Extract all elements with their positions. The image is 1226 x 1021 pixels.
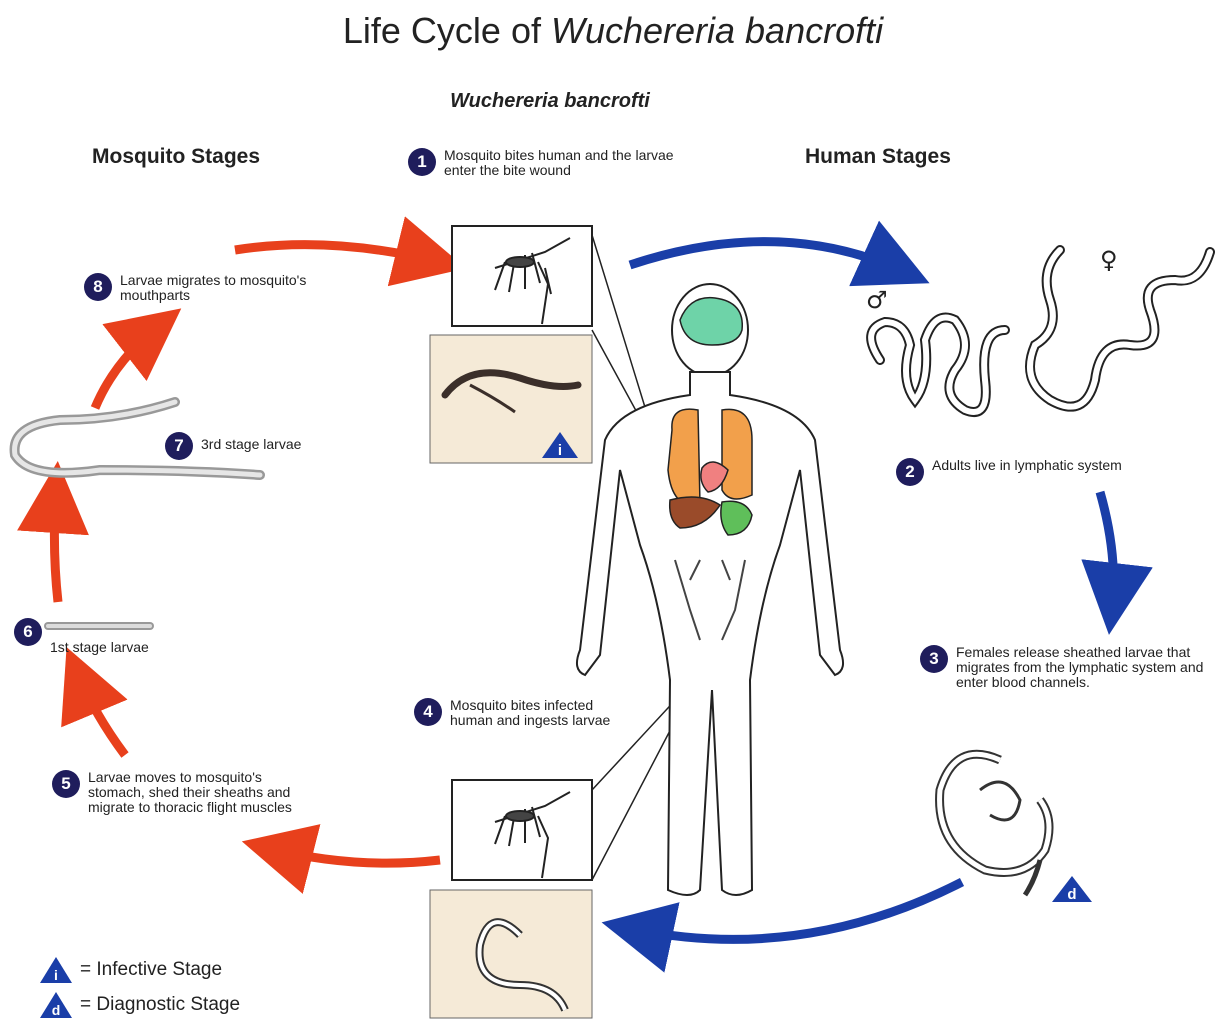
step-5: 5 Larvae moves to mosquito's stomach, sh… — [52, 770, 312, 815]
brain — [680, 298, 742, 345]
svg-text:d: d — [52, 1002, 61, 1018]
arrow-8-to-1 — [235, 245, 440, 262]
step-number: 5 — [52, 770, 80, 798]
panel-mosquito-bottom — [452, 780, 592, 880]
step-number: 3 — [920, 645, 948, 673]
mosquito-stages-heading: Mosquito Stages — [92, 145, 260, 169]
step-3: 3 Females release sheathed larvae that m… — [920, 645, 1220, 690]
title-species: Wuchereria bancrofti — [551, 10, 883, 51]
arrow-1-to-2 — [630, 242, 905, 272]
female-symbol: ♀ — [1100, 246, 1118, 274]
step-number: 8 — [84, 273, 112, 301]
legend-diagnostic-label: = Diagnostic Stage — [80, 994, 240, 1016]
step-text: Adults live in lymphatic system — [932, 458, 1142, 473]
step-7: 7 3rd stage larvae — [165, 432, 385, 460]
human-stages-heading: Human Stages — [805, 145, 951, 169]
legend-infective: i = Infective Stage — [38, 955, 222, 985]
step-text: Larvae moves to mosquito's stomach, shed… — [88, 770, 298, 815]
diagnostic-stage-icon: d — [38, 990, 74, 1020]
panel-mosquito-top — [452, 226, 592, 326]
arrow-2-to-3 — [1100, 492, 1114, 608]
adult-female-worm — [1030, 250, 1210, 407]
legend-infective-label: = Infective Stage — [80, 959, 222, 981]
diagnostic-badge-letter: d — [1067, 886, 1076, 903]
step-text: Mosquito bites infected human and ingest… — [450, 698, 630, 728]
step-text: Mosquito bites human and the larvae ente… — [444, 148, 709, 178]
step-number: 6 — [14, 618, 42, 646]
step-number: 4 — [414, 698, 442, 726]
step-8: 8 Larvae migrates to mosquito's mouthpar… — [84, 273, 344, 303]
arrow-7-to-8 — [95, 325, 160, 408]
panel-larva-bottom — [430, 890, 592, 1018]
arrow-4-to-5 — [268, 848, 440, 863]
infective-badge-letter: i — [558, 442, 562, 459]
step-text: Larvae migrates to mosquito's mouthparts — [120, 273, 330, 303]
infective-stage-icon: i — [38, 955, 74, 985]
step-6: 6 1st stage larvae — [14, 618, 214, 655]
diagram-title: Life Cycle of Wuchereria bancrofti — [0, 10, 1226, 52]
diagram-subtitle: Wuchereria bancrofti — [0, 90, 1100, 113]
step-2: 2 Adults live in lymphatic system — [896, 458, 1156, 486]
step-text: Females release sheathed larvae that mig… — [956, 645, 1211, 690]
sheathed-microfilaria — [940, 754, 1049, 872]
svg-text:i: i — [54, 967, 58, 983]
step-number: 1 — [408, 148, 436, 176]
arrow-5-to-6 — [77, 672, 125, 755]
step-number: 2 — [896, 458, 924, 486]
title-prefix: Life Cycle of — [343, 10, 551, 51]
arrow-6-to-7 — [54, 488, 58, 602]
step-4: 4 Mosquito bites infected human and inge… — [414, 698, 644, 728]
step-1: 1 Mosquito bites human and the larvae en… — [408, 148, 728, 178]
step-text: 3rd stage larvae — [201, 432, 371, 452]
legend-diagnostic: d = Diagnostic Stage — [38, 990, 240, 1020]
step-number: 7 — [165, 432, 193, 460]
step-text: 1st stage larvae — [50, 618, 200, 655]
male-symbol: ♂ — [866, 286, 888, 314]
